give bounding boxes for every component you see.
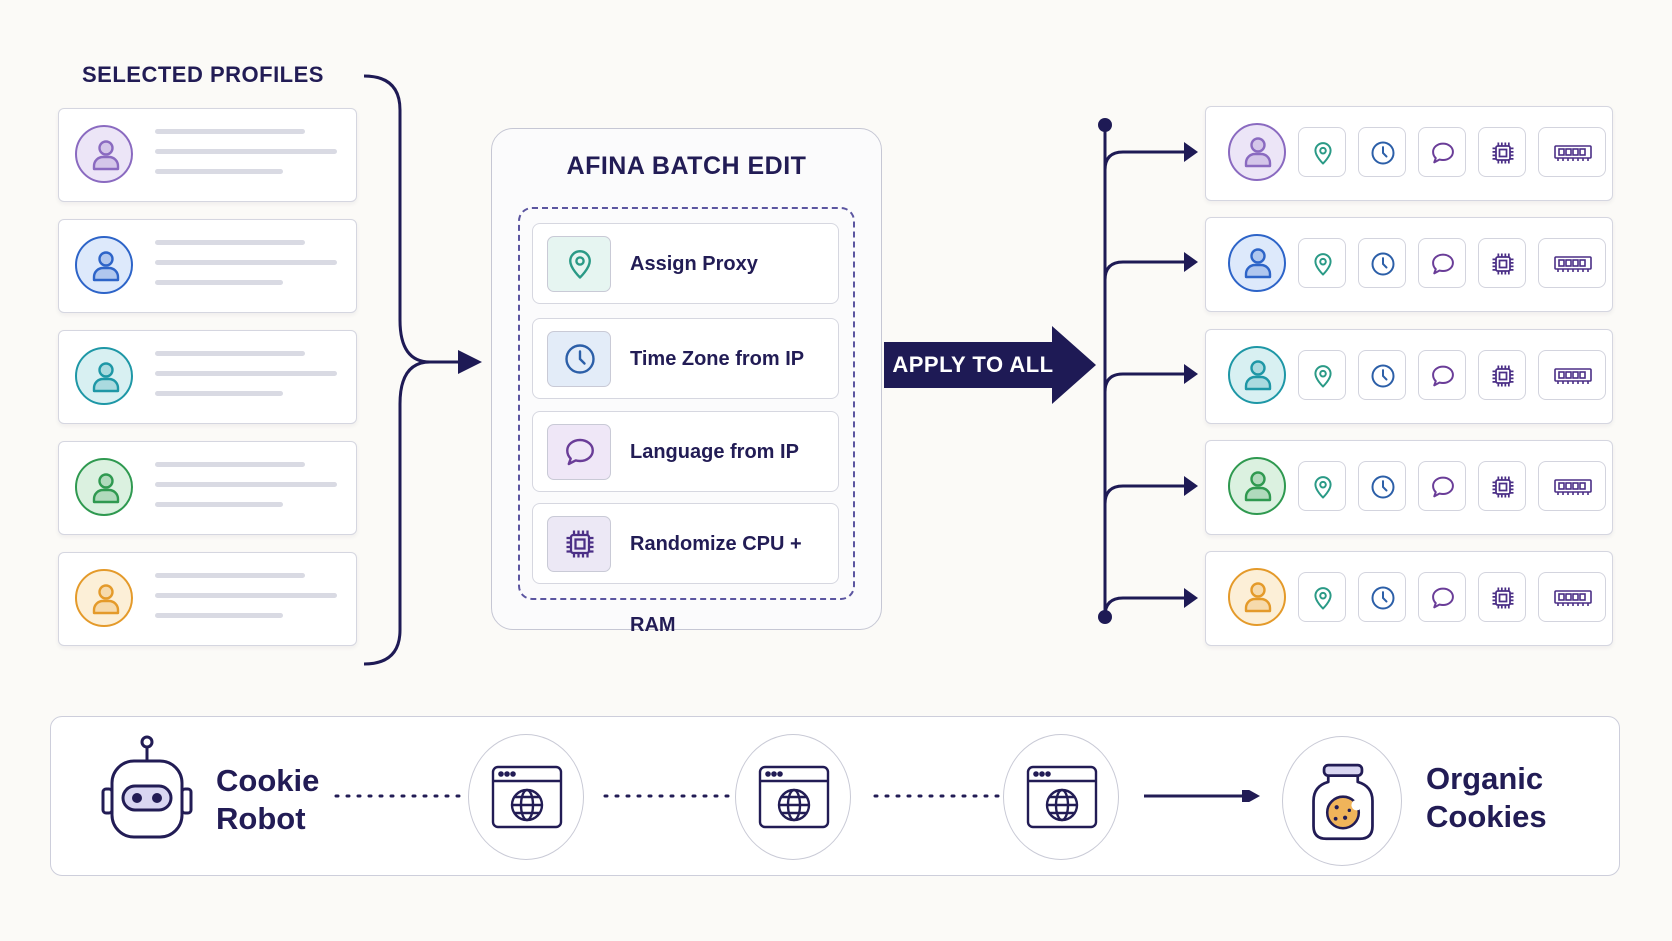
placeholder-text-line — [155, 573, 305, 578]
user-icon — [75, 236, 133, 294]
placeholder-text-line — [155, 502, 283, 507]
option-label: Time Zone from IP — [630, 348, 805, 370]
chat-bubble-icon — [547, 424, 611, 480]
ram-module-icon — [1538, 350, 1606, 400]
browser-globe-icon — [735, 734, 851, 860]
robot-label-line2: Robot — [216, 801, 306, 836]
location-pin-icon — [1298, 238, 1346, 288]
user-icon — [75, 569, 133, 627]
user-icon — [1228, 123, 1286, 181]
browser-globe-icon — [1003, 734, 1119, 860]
placeholder-text-line — [155, 169, 283, 174]
clock-icon — [1358, 572, 1406, 622]
ram-module-icon — [1538, 572, 1606, 622]
placeholder-text-line — [155, 280, 283, 285]
chat-bubble-icon — [1418, 238, 1466, 288]
batch-edit-title: AFINA BATCH EDIT — [566, 152, 807, 180]
browser-globe-icon — [468, 734, 584, 860]
result-profile-card[interactable] — [1205, 551, 1613, 646]
clock-icon — [1358, 127, 1406, 177]
user-icon — [75, 458, 133, 516]
location-pin-icon — [1298, 127, 1346, 177]
distribution-lines — [1098, 118, 1198, 624]
placeholder-text-line — [155, 240, 305, 245]
dotted-connectors — [334, 790, 1260, 802]
profile-card[interactable] — [58, 441, 357, 535]
ram-module-icon — [1538, 127, 1606, 177]
clock-icon — [547, 331, 611, 387]
result-profile-card[interactable] — [1205, 217, 1613, 312]
apply-label: APPLY TO ALL — [892, 352, 1054, 377]
placeholder-text-line — [155, 351, 305, 356]
result-profile-card[interactable] — [1205, 329, 1613, 424]
selected-profiles-title: SELECTED PROFILES — [82, 62, 324, 87]
cookie-jar-icon — [1312, 763, 1374, 841]
cpu-chip-icon — [1478, 461, 1526, 511]
chat-bubble-icon — [1418, 461, 1466, 511]
placeholder-text-line — [155, 260, 337, 265]
merge-bracket — [363, 74, 482, 666]
location-pin-icon — [547, 236, 611, 292]
clock-icon — [1358, 238, 1406, 288]
option-time-zone[interactable]: Time Zone from IP — [532, 318, 839, 399]
user-icon — [75, 125, 133, 183]
result-profile-card[interactable] — [1205, 106, 1613, 201]
option-label: Randomize CPU + RAM — [630, 533, 802, 636]
ram-module-icon — [1538, 238, 1606, 288]
clock-icon — [1358, 350, 1406, 400]
cpu-chip-icon — [547, 516, 611, 572]
placeholder-text-line — [155, 613, 283, 618]
profile-card[interactable] — [58, 552, 357, 646]
option-label: Language from IP — [630, 441, 799, 463]
placeholder-text-line — [155, 371, 337, 376]
cpu-chip-icon — [1478, 238, 1526, 288]
placeholder-text-line — [155, 593, 337, 598]
location-pin-icon — [1298, 572, 1346, 622]
profile-card[interactable] — [58, 330, 357, 424]
clock-icon — [1358, 461, 1406, 511]
arrow-right-icon — [884, 326, 1096, 404]
user-icon — [1228, 568, 1286, 626]
option-randomize-hardware[interactable]: Randomize CPU + RAM — [532, 503, 839, 636]
option-language[interactable]: Language from IP — [532, 411, 839, 492]
placeholder-text-line — [155, 149, 337, 154]
chat-bubble-icon — [1418, 572, 1466, 622]
profile-card[interactable] — [58, 108, 357, 202]
placeholder-text-line — [155, 482, 337, 487]
options-group — [518, 207, 855, 600]
ram-module-icon — [1538, 461, 1606, 511]
placeholder-text-line — [155, 462, 305, 467]
robot-label-line1: Cookie — [216, 763, 320, 798]
placeholder-text-line — [155, 129, 305, 134]
cpu-chip-icon — [1478, 127, 1526, 177]
user-icon — [1228, 346, 1286, 404]
result-profile-card[interactable] — [1205, 440, 1613, 535]
option-assign-proxy[interactable]: Assign Proxy — [532, 223, 839, 304]
cookies-label-line1: Organic — [1426, 761, 1544, 796]
user-icon — [1228, 234, 1286, 292]
location-pin-icon — [1298, 350, 1346, 400]
robot-icon — [101, 735, 193, 839]
cpu-chip-icon — [1478, 350, 1526, 400]
apply-to-all-button[interactable]: APPLY TO ALL — [884, 326, 1096, 404]
user-icon — [75, 347, 133, 405]
location-pin-icon — [1298, 461, 1346, 511]
chat-bubble-icon — [1418, 127, 1466, 177]
placeholder-text-line — [155, 391, 283, 396]
cpu-chip-icon — [1478, 572, 1526, 622]
user-icon — [1228, 457, 1286, 515]
profile-card[interactable] — [58, 219, 357, 313]
chat-bubble-icon — [1418, 350, 1466, 400]
option-label: Assign Proxy — [630, 253, 758, 275]
cookies-label-line2: Cookies — [1426, 799, 1547, 834]
cookie-jar-circle — [1282, 736, 1402, 866]
